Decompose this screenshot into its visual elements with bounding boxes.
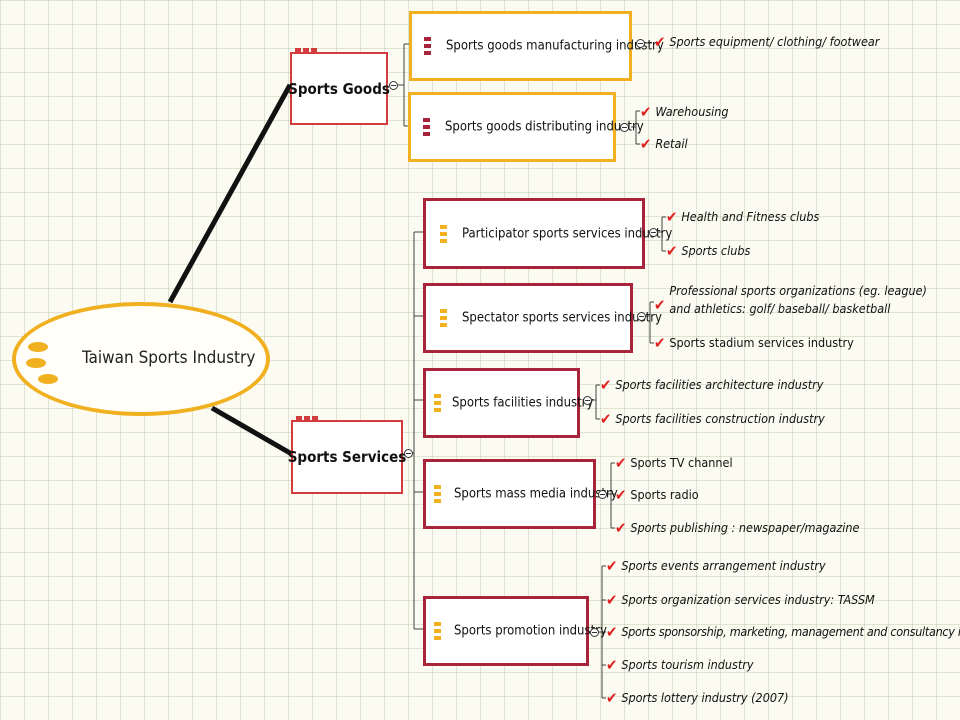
leaf-item[interactable]: ✔Warehousing <box>640 103 729 121</box>
category-sports-facilities[interactable]: Sports facilities industry <box>423 368 593 438</box>
check-mark-icon: ✔ <box>654 334 666 352</box>
category-bars-icon <box>440 309 447 327</box>
check-mark-icon: ✔ <box>600 376 612 394</box>
leaf-item[interactable]: ✔Sports clubs <box>666 242 751 260</box>
check-mark-icon: ✔ <box>640 103 652 121</box>
check-mark-icon: ✔ <box>654 33 666 51</box>
leaf-item[interactable]: ✔Sports facilities construction industry <box>600 410 825 428</box>
collapse-toggle-icon[interactable] <box>598 490 607 499</box>
leaf-item[interactable]: ✔Sports events arrangement industry <box>606 557 826 575</box>
category-label: Participator sports services industry <box>462 226 673 241</box>
leaf-item[interactable]: ✔Sports publishing : newspaper/magazine <box>615 519 860 537</box>
category-label: Sports mass media industry <box>454 486 618 502</box>
category-sports-goods-distributing[interactable]: Sports goods distributing industry <box>408 92 644 162</box>
branch-label: Sports Services <box>287 448 407 466</box>
check-mark-icon: ✔ <box>615 519 627 537</box>
check-mark-icon: ✔ <box>640 135 652 153</box>
collapse-toggle-icon[interactable] <box>636 39 645 48</box>
collapse-toggle-icon[interactable] <box>404 449 413 458</box>
check-mark-icon: ✔ <box>606 689 618 707</box>
collapse-toggle-icon[interactable] <box>637 312 646 321</box>
branch-tab-icon <box>295 48 317 53</box>
collapse-toggle-icon[interactable] <box>389 81 398 90</box>
check-mark-icon: ✔ <box>666 208 678 226</box>
check-mark-icon: ✔ <box>666 242 678 260</box>
category-participator-sports-services[interactable]: Participator sports services industry <box>423 198 672 269</box>
check-mark-icon: ✔ <box>615 486 627 504</box>
leaf-item[interactable]: ✔Sports organization services industry: … <box>606 591 875 609</box>
category-label: Spectator sports services industry <box>462 310 662 326</box>
check-mark-icon: ✔ <box>606 557 618 575</box>
category-bars-icon <box>440 224 447 243</box>
root-label: Taiwan Sports Industry <box>82 348 256 368</box>
category-bars-icon <box>434 622 441 640</box>
leaf-item[interactable]: ✔Health and Fitness clubs <box>666 208 820 226</box>
leaf-item[interactable]: ✔Sports radio <box>615 486 699 504</box>
check-mark-icon: ✔ <box>615 454 627 472</box>
category-bars-icon <box>434 485 441 503</box>
category-bars-icon <box>434 394 441 412</box>
branch-label: Sports Goods <box>288 79 390 98</box>
leaf-item[interactable]: ✔Sports equipment/ clothing/ footwear <box>654 33 880 51</box>
check-mark-icon: ✔ <box>654 296 666 314</box>
branch-sports-goods[interactable]: Sports Goods <box>288 48 390 125</box>
check-mark-icon: ✔ <box>606 623 618 641</box>
category-sports-mass-media[interactable]: Sports mass media industry <box>423 459 618 529</box>
branch-tab-icon <box>296 416 318 421</box>
category-spectator-sports-services[interactable]: Spectator sports services industry <box>423 283 662 353</box>
leaf-item[interactable]: ✔Professional sports organizations (eg. … <box>654 283 927 316</box>
collapse-toggle-icon[interactable] <box>649 228 658 237</box>
check-mark-icon: ✔ <box>606 656 618 674</box>
leaf-item[interactable]: ✔Sports TV channel <box>615 454 733 472</box>
check-mark-icon: ✔ <box>600 410 612 428</box>
root-dots-icon <box>26 342 58 390</box>
leaf-item[interactable]: ✔Sports tourism industry <box>606 656 754 674</box>
leaf-item[interactable]: ✔Retail <box>640 135 688 153</box>
branch-sports-services[interactable]: Sports Services <box>288 416 406 494</box>
collapse-toggle-icon[interactable] <box>583 396 592 405</box>
leaf-item[interactable]: ✔Sports facilities architecture industry <box>600 376 824 394</box>
category-label: Sports facilities industry <box>452 395 594 411</box>
leaf-item[interactable]: ✔Sports stadium services industry <box>654 334 854 352</box>
category-label: Sports promotion industry <box>454 623 607 639</box>
category-bars-icon <box>423 118 430 136</box>
collapse-toggle-icon[interactable] <box>620 123 629 132</box>
category-bars-icon <box>424 37 431 55</box>
category-label: Sports goods manufacturing industry <box>446 38 664 54</box>
category-sports-promotion[interactable]: Sports promotion industry <box>423 596 607 666</box>
category-sports-goods-manufacturing[interactable]: Sports goods manufacturing industry <box>409 11 664 81</box>
check-mark-icon: ✔ <box>606 591 618 609</box>
leaf-item[interactable]: ✔Sports sponsorship, marketing, manageme… <box>606 623 960 641</box>
leaf-item[interactable]: ✔Sports lottery industry (2007) <box>606 689 789 707</box>
collapse-toggle-icon[interactable] <box>590 628 599 637</box>
category-label: Sports goods distributing industry <box>445 119 644 135</box>
root-node[interactable]: Taiwan Sports Industry <box>12 302 270 416</box>
